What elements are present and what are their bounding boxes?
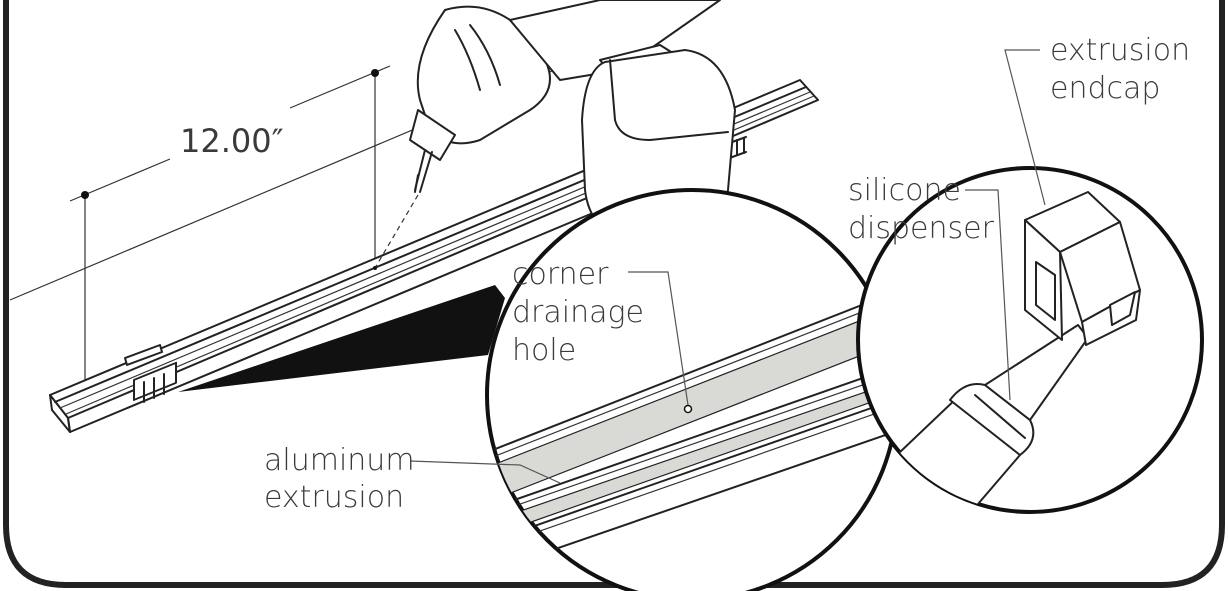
drill-icon (373, 0, 721, 270)
callout-wedge (178, 285, 505, 392)
magnifier-endcap (856, 166, 1204, 514)
label-aluminum: aluminum (264, 443, 415, 478)
silicone-tube-icon (859, 324, 1089, 512)
leader-aluminum (409, 460, 561, 484)
label-dispenser: dispenser (848, 211, 995, 246)
label-extrusion-endcap-1: extrusion (1050, 33, 1190, 68)
magnifier-drainage (485, 188, 899, 591)
drainage-hole (683, 404, 693, 414)
dimension-label: 12.00″ (180, 122, 284, 160)
endcap-icon (1024, 191, 1141, 346)
extrusion-clip-left (133, 361, 177, 403)
dimension-dot-left (81, 191, 89, 199)
dimension-dot-right (371, 69, 379, 77)
label-corner: corner (512, 257, 609, 292)
leader-endcap (1004, 49, 1046, 206)
leader-drainage (628, 271, 689, 406)
label-hole: hole (512, 333, 576, 368)
label-extrusion: extrusion (264, 480, 404, 515)
label-silicone: silicone (848, 173, 961, 208)
label-endcap: endcap (1050, 71, 1160, 106)
label-drainage: drainage (512, 295, 644, 330)
leader-silicone (965, 189, 1011, 401)
